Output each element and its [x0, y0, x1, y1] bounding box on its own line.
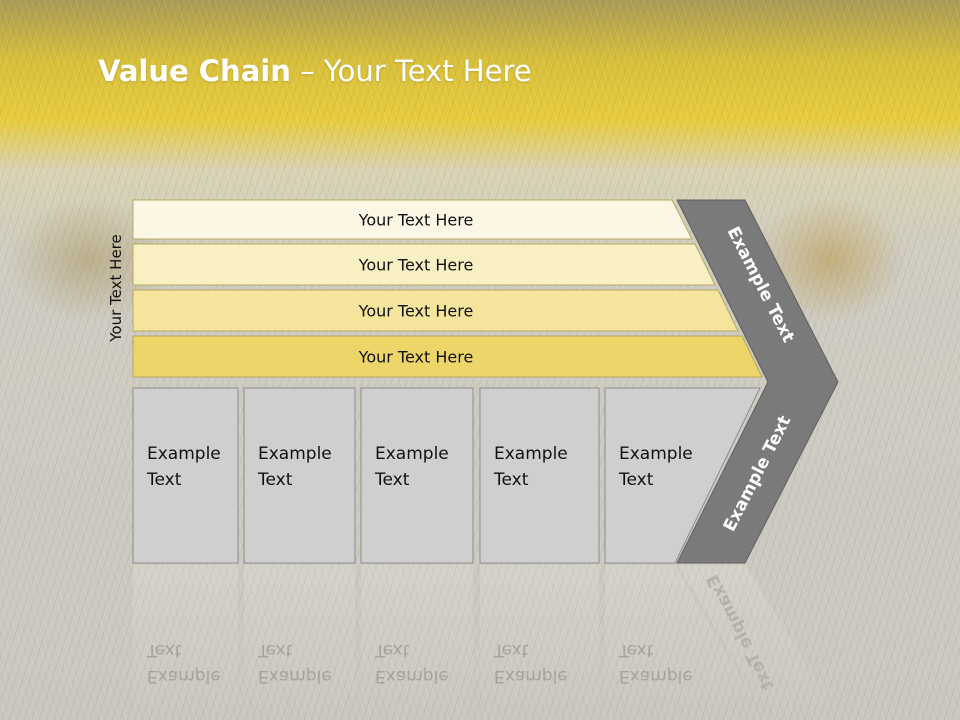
primary-column-label-line1: Example	[619, 444, 693, 464]
support-row	[132, 335, 763, 378]
primary-column-label-line2: Text	[493, 470, 529, 490]
title-bold: Value Chain	[98, 54, 291, 88]
primary-column-label-line1: Example	[147, 444, 221, 464]
primary-column-label-line1: Example	[258, 444, 332, 464]
margin-chevron	[676, 199, 839, 564]
reflection-text: Example	[147, 666, 221, 686]
support-row-label: Your Text Here	[358, 348, 474, 367]
primary-column-label-line2: Text	[374, 470, 410, 490]
slide-title: Value Chain – Your Text Here	[98, 54, 532, 88]
primary-column-label-line1: Example	[494, 444, 568, 464]
primary-column	[132, 387, 239, 564]
primary-column-reflection	[480, 565, 599, 715]
primary-column-reflection	[133, 565, 238, 715]
reflection-text: Example	[375, 666, 449, 686]
reflection-text: Text	[618, 640, 654, 660]
reflection-text: Text	[493, 640, 529, 660]
primary-column-reflection	[244, 565, 355, 715]
primary-column-label-line2: Text	[618, 470, 654, 490]
reflection-text: Text	[374, 640, 410, 660]
reflection-text: Example	[494, 666, 568, 686]
primary-column-label-line1: Example	[375, 444, 449, 464]
primary-column-label-line2: Text	[257, 470, 293, 490]
primary-column-label-line2: Text	[146, 470, 182, 490]
primary-column	[604, 387, 761, 564]
reflection-text: Text	[257, 640, 293, 660]
primary-column	[479, 387, 600, 564]
primary-column	[243, 387, 356, 564]
support-row	[132, 289, 739, 332]
reflection-text: Example	[619, 666, 693, 686]
support-row-label: Your Text Here	[358, 302, 474, 321]
primary-column	[360, 387, 474, 564]
reflection-text: Text	[146, 640, 182, 660]
support-row	[132, 243, 716, 286]
support-row-label: Your Text Here	[358, 256, 474, 275]
primary-column-reflection	[605, 565, 760, 713]
margin-chevron-reflection	[677, 565, 838, 715]
title-rest: – Your Text Here	[290, 54, 532, 88]
reflection-text: Example	[258, 666, 332, 686]
primary-column-reflection	[361, 565, 473, 715]
support-row	[132, 199, 693, 240]
support-row-label: Your Text Here	[358, 211, 474, 230]
